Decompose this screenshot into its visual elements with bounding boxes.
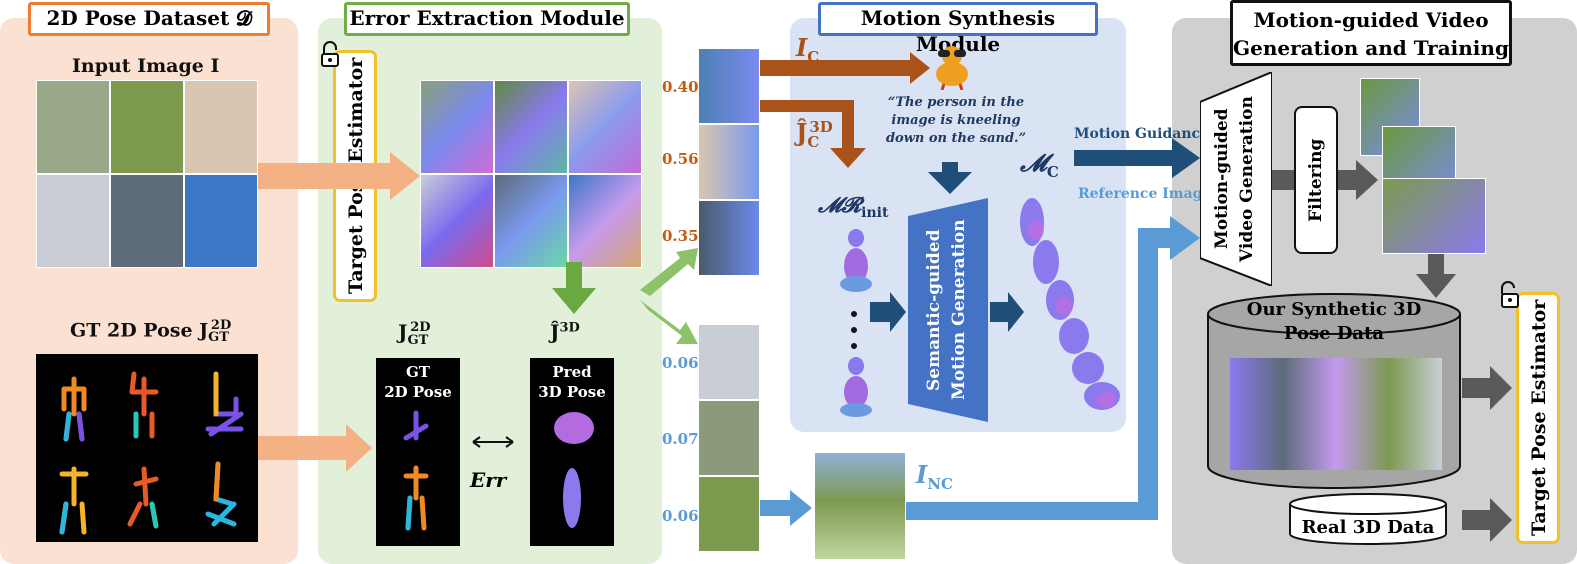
score: 0.07: [662, 430, 699, 448]
target-pose-estimator-left: Target Pose Estimator: [333, 50, 377, 302]
score: 0.06: [662, 507, 699, 525]
failure-thumbnail: [698, 48, 760, 124]
mesh-overlay-grid: [420, 80, 642, 268]
input-image: [110, 80, 184, 174]
score: 0.35: [662, 227, 699, 245]
mesh-overlay-image: [494, 174, 568, 268]
gt-2d-pose-grid: [36, 354, 258, 542]
input-image: [184, 80, 258, 174]
inc-image: [814, 452, 906, 560]
mesh-overlay-image: [568, 174, 642, 268]
input-image: [36, 174, 110, 268]
input-image: [36, 80, 110, 174]
filtering-box: Filtering: [1294, 106, 1338, 254]
motion-guided-video-generator: Motion-guided Video Generation: [1200, 72, 1272, 286]
generated-video-frames: [1360, 78, 1486, 254]
reference-image-label: Reference Image: [1078, 186, 1212, 202]
input-image: [110, 174, 184, 268]
mc-label: 𝓜C: [1020, 148, 1059, 181]
synthetic-data-collage: [1230, 358, 1442, 470]
dataset-title: 2D Pose Dataset 𝓓: [28, 2, 270, 36]
mc-motion-sequence: [1008, 182, 1126, 418]
success-thumbnail: [698, 324, 760, 400]
lock-icon: [320, 40, 340, 68]
mesh-overlay-image: [420, 174, 494, 268]
unlock-icon: [1498, 280, 1520, 310]
ic-label: IC: [796, 33, 820, 66]
score: 0.56: [662, 150, 699, 168]
mr-init-label: 𝓜𝓡init: [818, 192, 889, 222]
input-image-label: Input Image I: [72, 55, 220, 77]
motion-guidance-label: Motion Guidance: [1074, 126, 1209, 142]
video-module-title: Motion-guided Video Generation and Train…: [1230, 0, 1512, 66]
pred-pose-symbol: Ĵ3D: [550, 320, 580, 344]
score: 0.40: [662, 78, 699, 96]
failure-thumbnail: [698, 124, 760, 200]
input-image: [184, 174, 258, 268]
jc-label: ĴC3D: [796, 118, 833, 151]
failure-thumbnail: [698, 200, 760, 276]
pose-skeletons: [59, 371, 244, 535]
motion-module-title: Motion Synthesis Module: [818, 2, 1098, 56]
mesh-overlay-image: [494, 80, 568, 174]
semantic-motion-generator: Semantic-guided Motion Generation: [908, 198, 988, 422]
pred-3d-pose-box: Pred 3D Pose: [530, 358, 614, 546]
gt-2d-pose-label: GT 2D Pose JGT2D: [70, 318, 232, 346]
input-image-grid: [36, 80, 258, 268]
video-frame: [1382, 178, 1486, 254]
score: 0.06: [662, 354, 699, 372]
inc-label: INC: [916, 460, 953, 493]
success-thumbnail: [698, 476, 760, 552]
gt-pose-symbol: JGT2D: [398, 320, 431, 348]
synthetic-data-database: Our Synthetic 3D Pose Data: [1206, 292, 1462, 490]
mr-init-motion-sequence: [834, 222, 878, 418]
llm-mascot-icon: [930, 40, 974, 90]
motion-caption: “The person in the image is kneeling dow…: [885, 95, 1027, 146]
arrow-thumbnail-to-inc: [760, 490, 812, 526]
target-pose-estimator-right: Target Pose Estimator: [1516, 292, 1560, 544]
mesh-overlay-image: [568, 80, 642, 174]
gt-2d-pose-box: GT 2D Pose: [376, 358, 460, 546]
err-label: Err: [470, 468, 507, 492]
real-3d-data-database: Real 3D Data: [1288, 492, 1448, 546]
double-arrow-icon: [470, 434, 516, 450]
mesh-overlay-image: [420, 80, 494, 174]
error-module-title: Error Extraction Module: [344, 2, 630, 36]
score-thumbnails: [698, 48, 760, 552]
success-thumbnail: [698, 400, 760, 476]
